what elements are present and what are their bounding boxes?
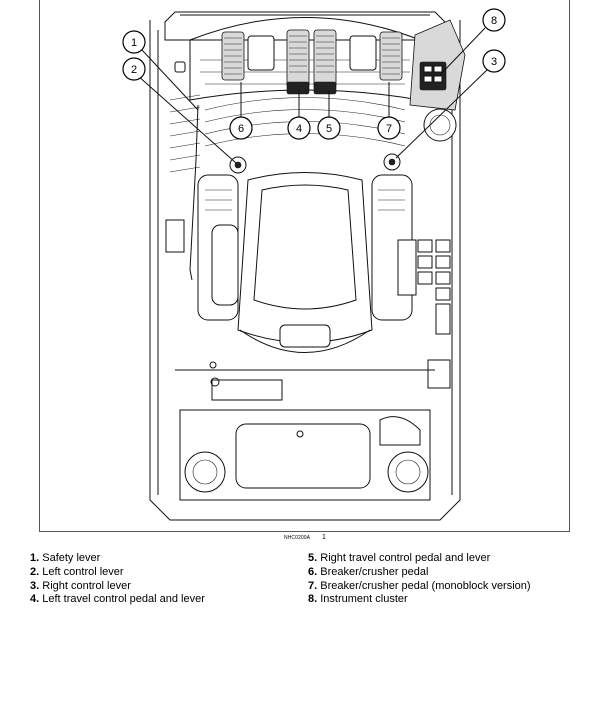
legend-item-number: 7. xyxy=(308,579,318,592)
legend-item-number: 2. xyxy=(30,565,40,578)
leader-lines xyxy=(136,27,489,164)
safety-lever xyxy=(165,104,199,281)
legend-item-number: 4. xyxy=(30,593,40,606)
callout-4-label: 4 xyxy=(296,123,302,135)
legend-item: 6. Breaker/crusher pedal xyxy=(308,566,531,580)
legend-item-number: 6. xyxy=(308,565,318,578)
callout-8-label: 8 xyxy=(491,15,497,27)
legend-left-column: 1. Safety lever 2. Left control lever 3.… xyxy=(30,552,205,607)
pedal-right-breaker xyxy=(379,31,403,81)
callout-2: 2 xyxy=(122,57,146,81)
callout-6: 6 xyxy=(229,116,253,140)
legend-item-text: Left control lever xyxy=(42,565,124,578)
legend-item-text: Safety lever xyxy=(42,552,101,564)
legend-item: 1. Safety lever xyxy=(30,552,205,566)
callout-3: 3 xyxy=(482,49,506,73)
figure-frame xyxy=(39,0,570,532)
legend-item-text: Right travel control pedal and lever xyxy=(320,552,491,564)
legend-item: 5. Right travel control pedal and lever xyxy=(308,552,531,566)
rear-section xyxy=(175,361,435,501)
right-switch-panel xyxy=(397,239,451,389)
legend-item-text: Breaker/crusher pedal xyxy=(320,565,429,578)
legend-item-text: Breaker/crusher pedal (monoblock version… xyxy=(320,579,531,592)
legend-item: 3. Right control lever xyxy=(30,580,205,594)
callout-6-label: 6 xyxy=(238,123,244,135)
legend-item-number: 1. xyxy=(30,552,40,564)
callout-5-label: 5 xyxy=(326,123,332,135)
callout-2-label: 2 xyxy=(131,64,137,76)
legend-item: 7. Breaker/crusher pedal (monoblock vers… xyxy=(308,580,531,594)
legend-item-number: 8. xyxy=(308,593,318,606)
callout-3-label: 3 xyxy=(491,56,497,68)
operator-seat xyxy=(237,172,373,353)
callout-5: 5 xyxy=(317,116,341,140)
figure-number: 1 xyxy=(322,534,326,541)
legend-item-text: Instrument cluster xyxy=(320,593,408,606)
pedal-side-plates xyxy=(247,35,377,71)
cab-floor-diagram: 1 2 3 4 5 6 7 8 xyxy=(122,8,506,521)
legend-item-number: 5. xyxy=(308,552,318,564)
pedal-left-breaker xyxy=(221,31,245,81)
left-wall-vents xyxy=(169,61,201,173)
callout-7: 7 xyxy=(377,116,401,140)
callout-8: 8 xyxy=(482,8,506,32)
pedal-right-travel xyxy=(313,29,337,95)
legend-item-text: Right control lever xyxy=(42,579,131,592)
callout-4: 4 xyxy=(287,116,311,140)
legend-item-text: Left travel control pedal and lever xyxy=(42,593,205,606)
callout-1-label: 1 xyxy=(131,37,137,49)
legend-item-number: 3. xyxy=(30,579,40,592)
instrument-cluster xyxy=(409,19,466,142)
left-console xyxy=(197,156,247,321)
callout-7-label: 7 xyxy=(386,123,392,135)
legend-item: 4. Left travel control pedal and lever xyxy=(30,593,205,607)
pedal-left-travel xyxy=(286,29,310,95)
legend-item: 8. Instrument cluster xyxy=(308,593,531,607)
figure-id-code: NHC0200A xyxy=(284,535,311,541)
legend-item: 2. Left control lever xyxy=(30,566,205,580)
legend-right-column: 5. Right travel control pedal and lever … xyxy=(308,552,531,607)
callout-1: 1 xyxy=(122,30,146,54)
